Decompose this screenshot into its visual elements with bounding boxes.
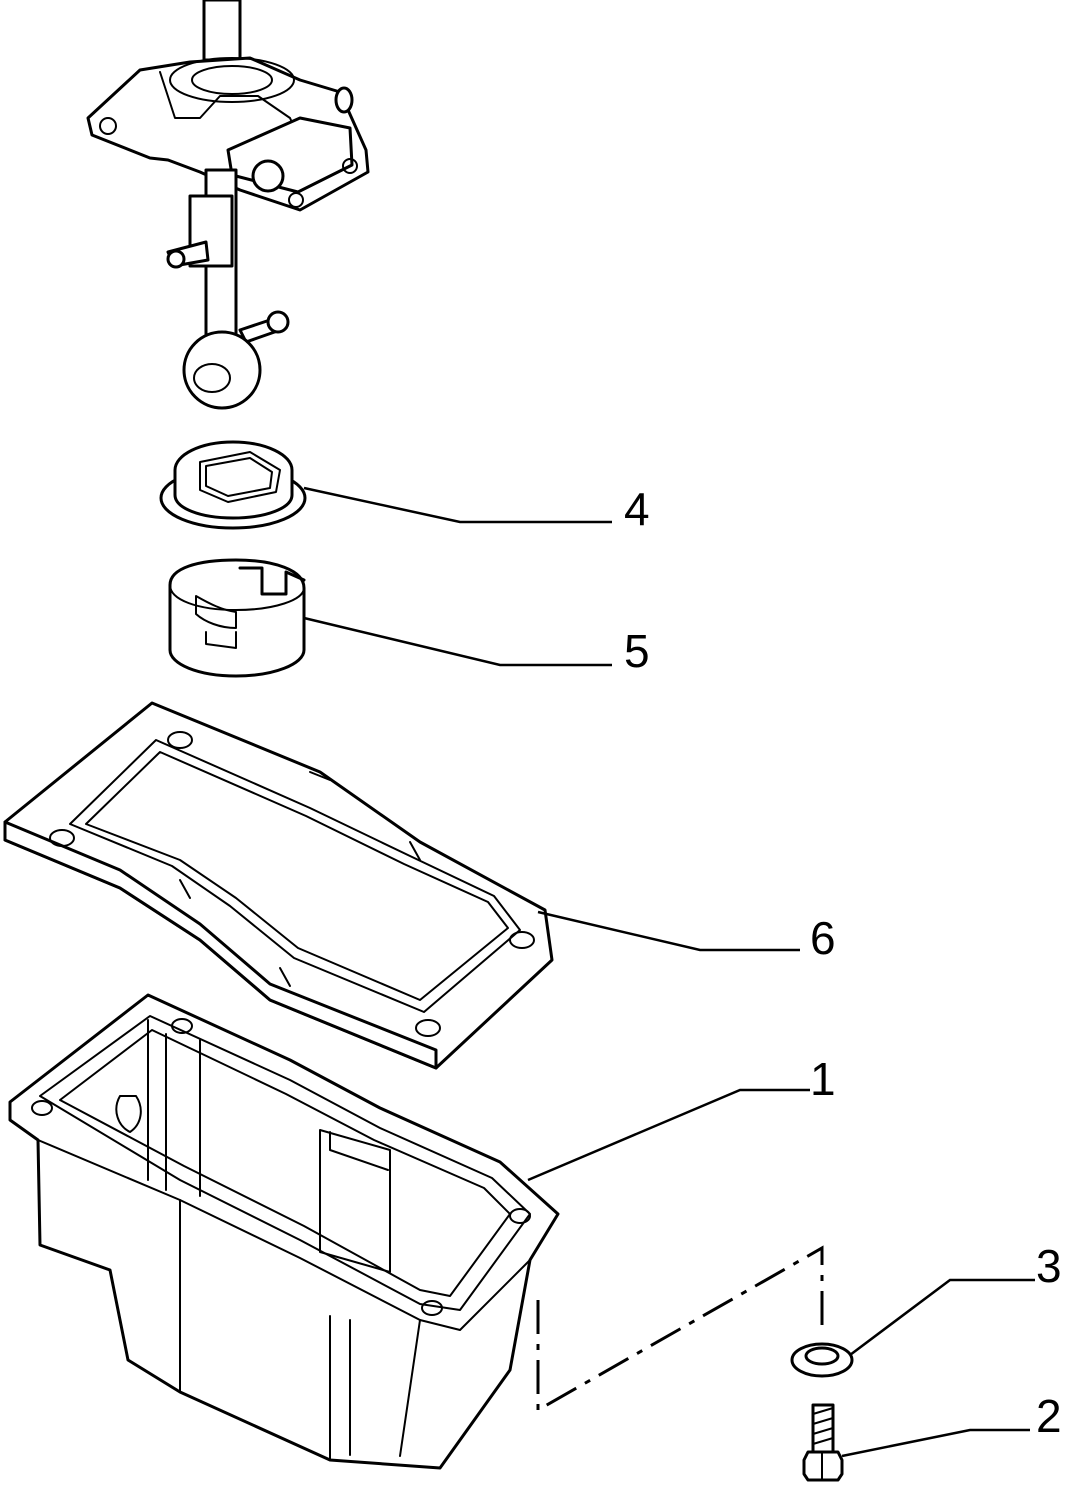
leader-lines xyxy=(303,486,1035,1458)
callout-2: 2 xyxy=(1036,1390,1062,1442)
assembly-path xyxy=(536,1245,824,1413)
callout-6: 6 xyxy=(810,912,836,964)
callout-4: 4 xyxy=(624,483,650,535)
part-1-housing xyxy=(8,993,560,1470)
part-4-boot xyxy=(159,440,307,530)
callout-1: 1 xyxy=(810,1053,836,1105)
part-6-gasket xyxy=(3,701,554,1070)
part-5-bushing xyxy=(168,558,306,678)
part-2-bolt xyxy=(802,1403,844,1482)
callout-3: 3 xyxy=(1036,1240,1062,1292)
callout-labels: 4 5 6 1 3 2 xyxy=(624,483,1062,1442)
callout-5: 5 xyxy=(624,625,650,677)
part-3-washer xyxy=(790,1342,854,1378)
gear-selector-assembly xyxy=(86,0,370,410)
